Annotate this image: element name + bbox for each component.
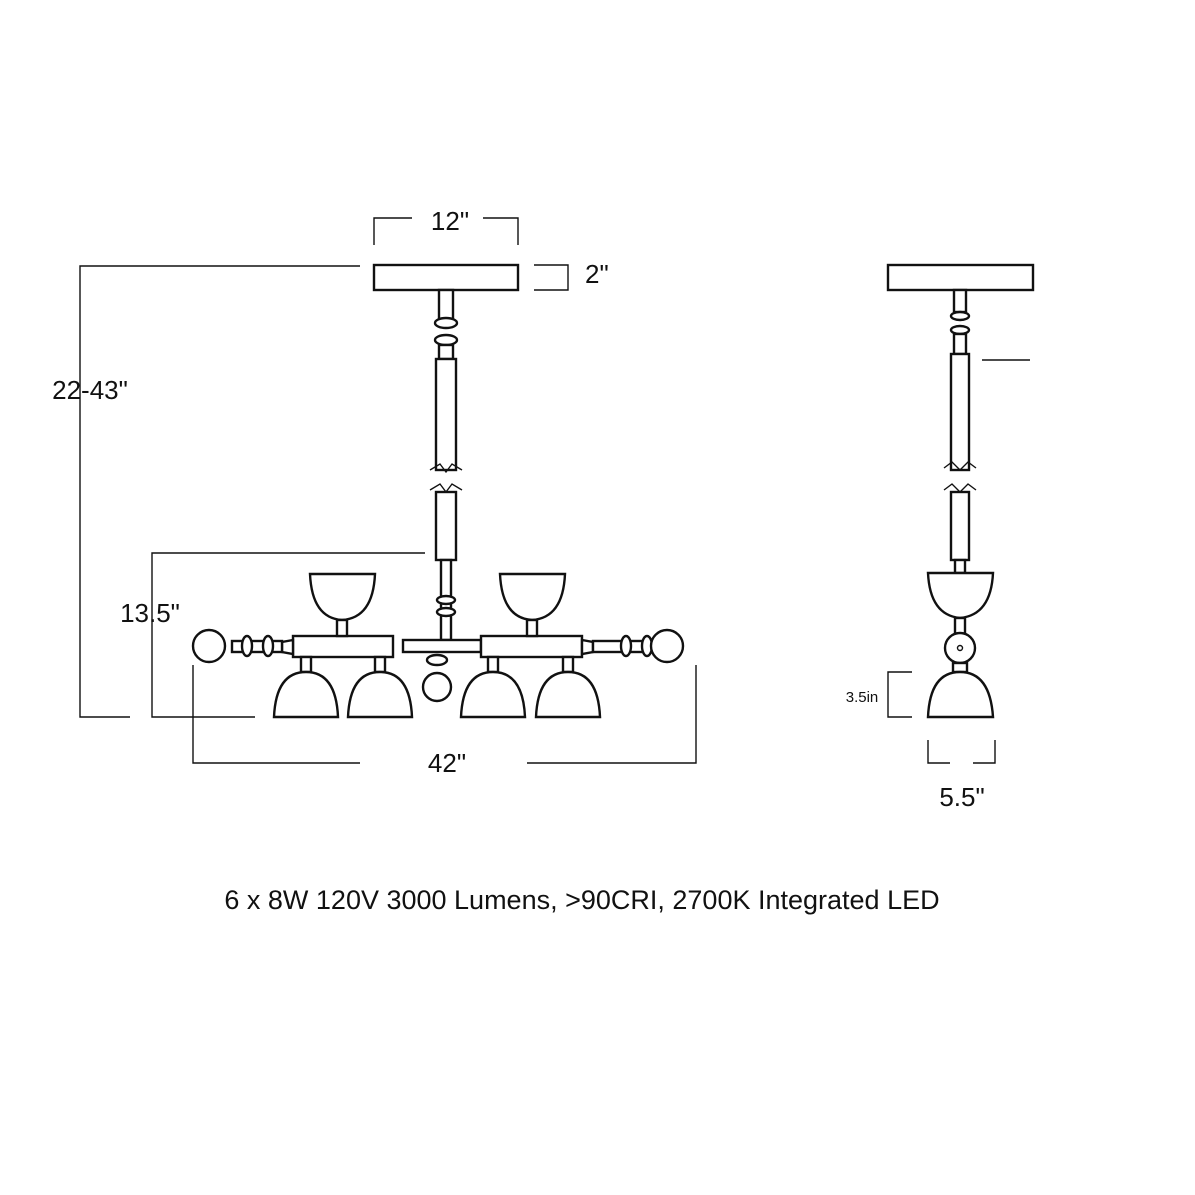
specifications-caption: 6 x 8W 120V 3000 Lumens, >90CRI, 2700K I… — [224, 885, 939, 915]
dimension-lines — [79, 217, 697, 764]
end-sphere-left — [191, 628, 227, 664]
center-finial — [421, 671, 453, 703]
side-canopy — [886, 263, 1035, 292]
front-view: 12" 2" 22-43" 13.5" 42" — [52, 206, 697, 778]
overall-height-label: 22-43" — [52, 375, 128, 405]
lower-shades — [272, 655, 602, 719]
shade-height-label: 3.5in — [846, 689, 879, 706]
break-mark-bottom — [429, 483, 463, 494]
canopy-height-label: 2" — [585, 259, 609, 289]
arm — [191, 628, 685, 703]
stem — [429, 288, 463, 642]
upper-shades — [308, 572, 567, 638]
end-sphere-right — [649, 628, 685, 664]
side-view: 3.5in 5.5" — [846, 263, 1035, 812]
break-mark-top — [429, 463, 463, 474]
body-height-label: 13.5" — [120, 598, 180, 628]
canopy — [372, 263, 520, 292]
overall-width-label: 42" — [428, 748, 466, 778]
canopy-width-label: 12" — [431, 206, 469, 236]
shade-width-label: 5.5" — [939, 782, 984, 812]
